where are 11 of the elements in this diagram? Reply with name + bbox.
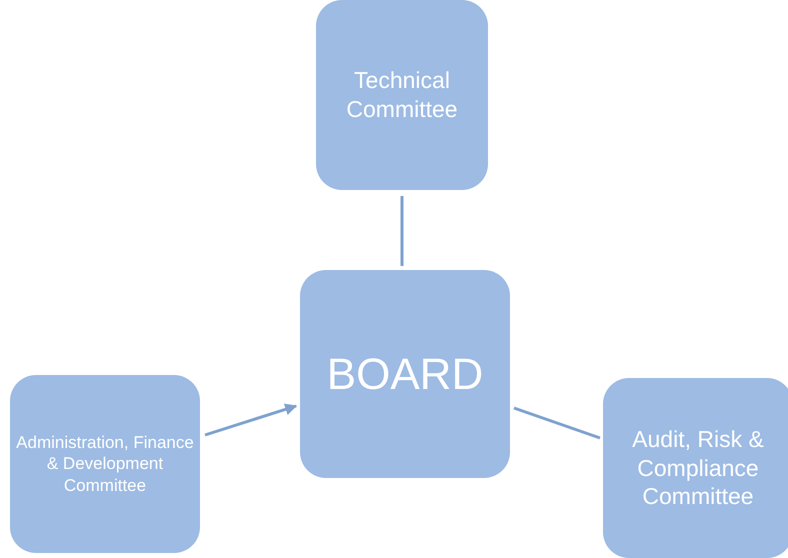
rounded-box xyxy=(603,378,788,558)
rounded-box xyxy=(316,0,488,190)
connector-line xyxy=(204,404,298,436)
node-label: Technical Committee xyxy=(345,66,459,124)
connector-line xyxy=(400,196,404,266)
node-label: BOARD xyxy=(326,348,484,400)
node-label: Audit, Risk & Compliance Committee xyxy=(631,424,765,512)
node-label: Administration, Finance & Development Committee xyxy=(16,432,194,496)
rounded-box xyxy=(10,375,200,553)
rounded-box xyxy=(300,270,510,478)
connector-line xyxy=(514,406,600,440)
